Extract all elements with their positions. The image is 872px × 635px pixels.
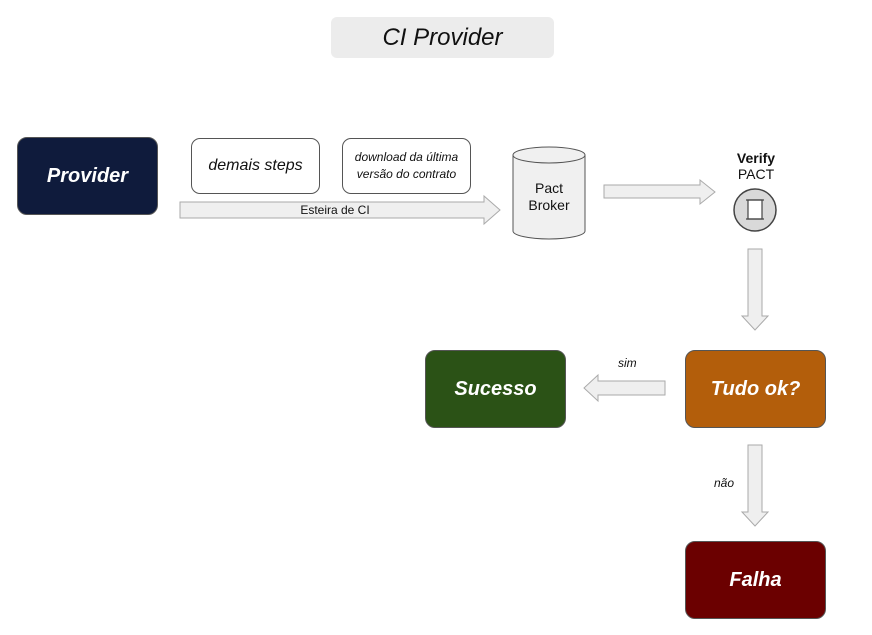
sucesso-node: Sucesso xyxy=(425,350,566,428)
pact-broker-label-line2: Broker xyxy=(528,197,570,213)
edge-label-nao: não xyxy=(714,476,735,490)
verify-title: Verify xyxy=(736,150,776,166)
tudo-to-sucesso-arrow xyxy=(583,373,666,403)
diagram-title: CI Provider xyxy=(331,17,554,58)
scroll-icon xyxy=(733,188,777,232)
edge-label-sim: sim xyxy=(618,356,637,370)
pact-broker-label: Pact Broker xyxy=(512,180,586,214)
provider-node: Provider xyxy=(17,137,158,215)
tudo-to-falha-arrow xyxy=(740,444,770,527)
pact-broker-cylinder xyxy=(512,146,586,240)
esteira-arrow xyxy=(179,194,501,226)
pact-broker-label-line1: Pact xyxy=(534,180,563,196)
broker-to-verify-arrow xyxy=(603,178,716,206)
tudo-ok-node: Tudo ok? xyxy=(685,350,826,428)
verify-to-tudo-arrow xyxy=(740,248,770,331)
esteira-label: Esteira de CI xyxy=(300,203,370,217)
step-download-contrato: download da última versão do contrato xyxy=(342,138,471,194)
falha-node: Falha xyxy=(685,541,826,619)
verify-subtitle: PACT xyxy=(737,166,775,182)
step-demais-steps: demais steps xyxy=(191,138,320,194)
